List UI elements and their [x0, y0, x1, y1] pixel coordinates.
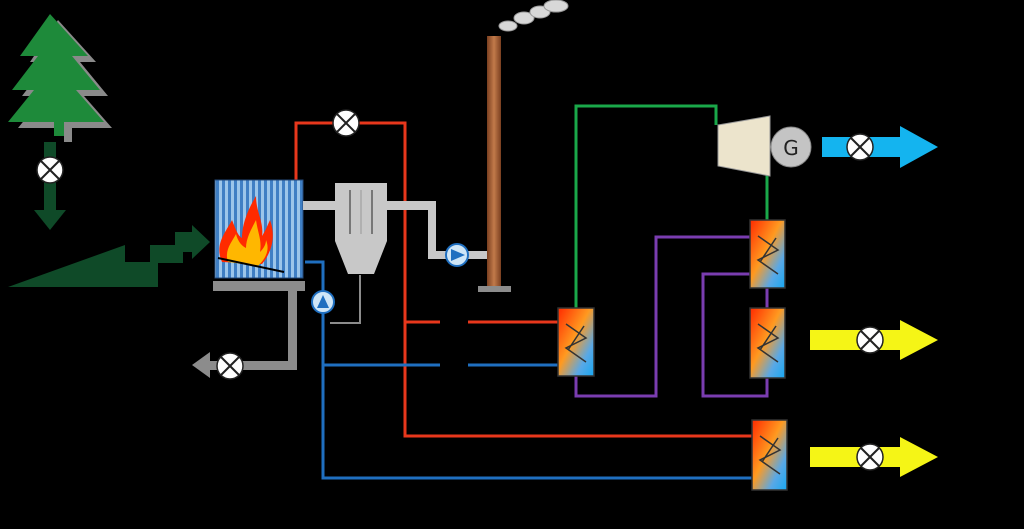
heat-exchanger-icon [749, 307, 786, 379]
tree-icon [8, 14, 112, 142]
chimney [478, 36, 511, 292]
valve-icon [856, 326, 884, 354]
valve-icon [856, 443, 884, 471]
valve-icon [216, 352, 244, 380]
valve-icon [332, 109, 360, 137]
pump-icon [311, 290, 335, 314]
ash-removal-duct [192, 291, 297, 378]
heat-exchanger-icon [751, 419, 788, 491]
electricity-output-arrow [822, 126, 938, 168]
fuel-feed-arrow [34, 142, 66, 230]
flame-icon [217, 196, 285, 273]
turbine-icon [717, 115, 771, 177]
valve-icon [36, 156, 64, 184]
smoke-cloud-icon [498, 0, 569, 32]
cyclone-separator [335, 183, 387, 274]
hot-water-line [294, 121, 752, 438]
fuel-conveyor [8, 225, 210, 287]
cyclone-drain-line [330, 275, 361, 324]
thermal-oil-line [574, 235, 769, 398]
heat-exchanger-icon [749, 219, 786, 289]
orc-fluid-line [574, 104, 769, 310]
pump-icon [445, 243, 469, 267]
valve-icon [846, 133, 874, 161]
generator-label: G [783, 136, 799, 160]
return-water-line [305, 260, 752, 480]
heat-exchanger-icon [557, 307, 595, 377]
generator-icon: G [770, 126, 812, 168]
